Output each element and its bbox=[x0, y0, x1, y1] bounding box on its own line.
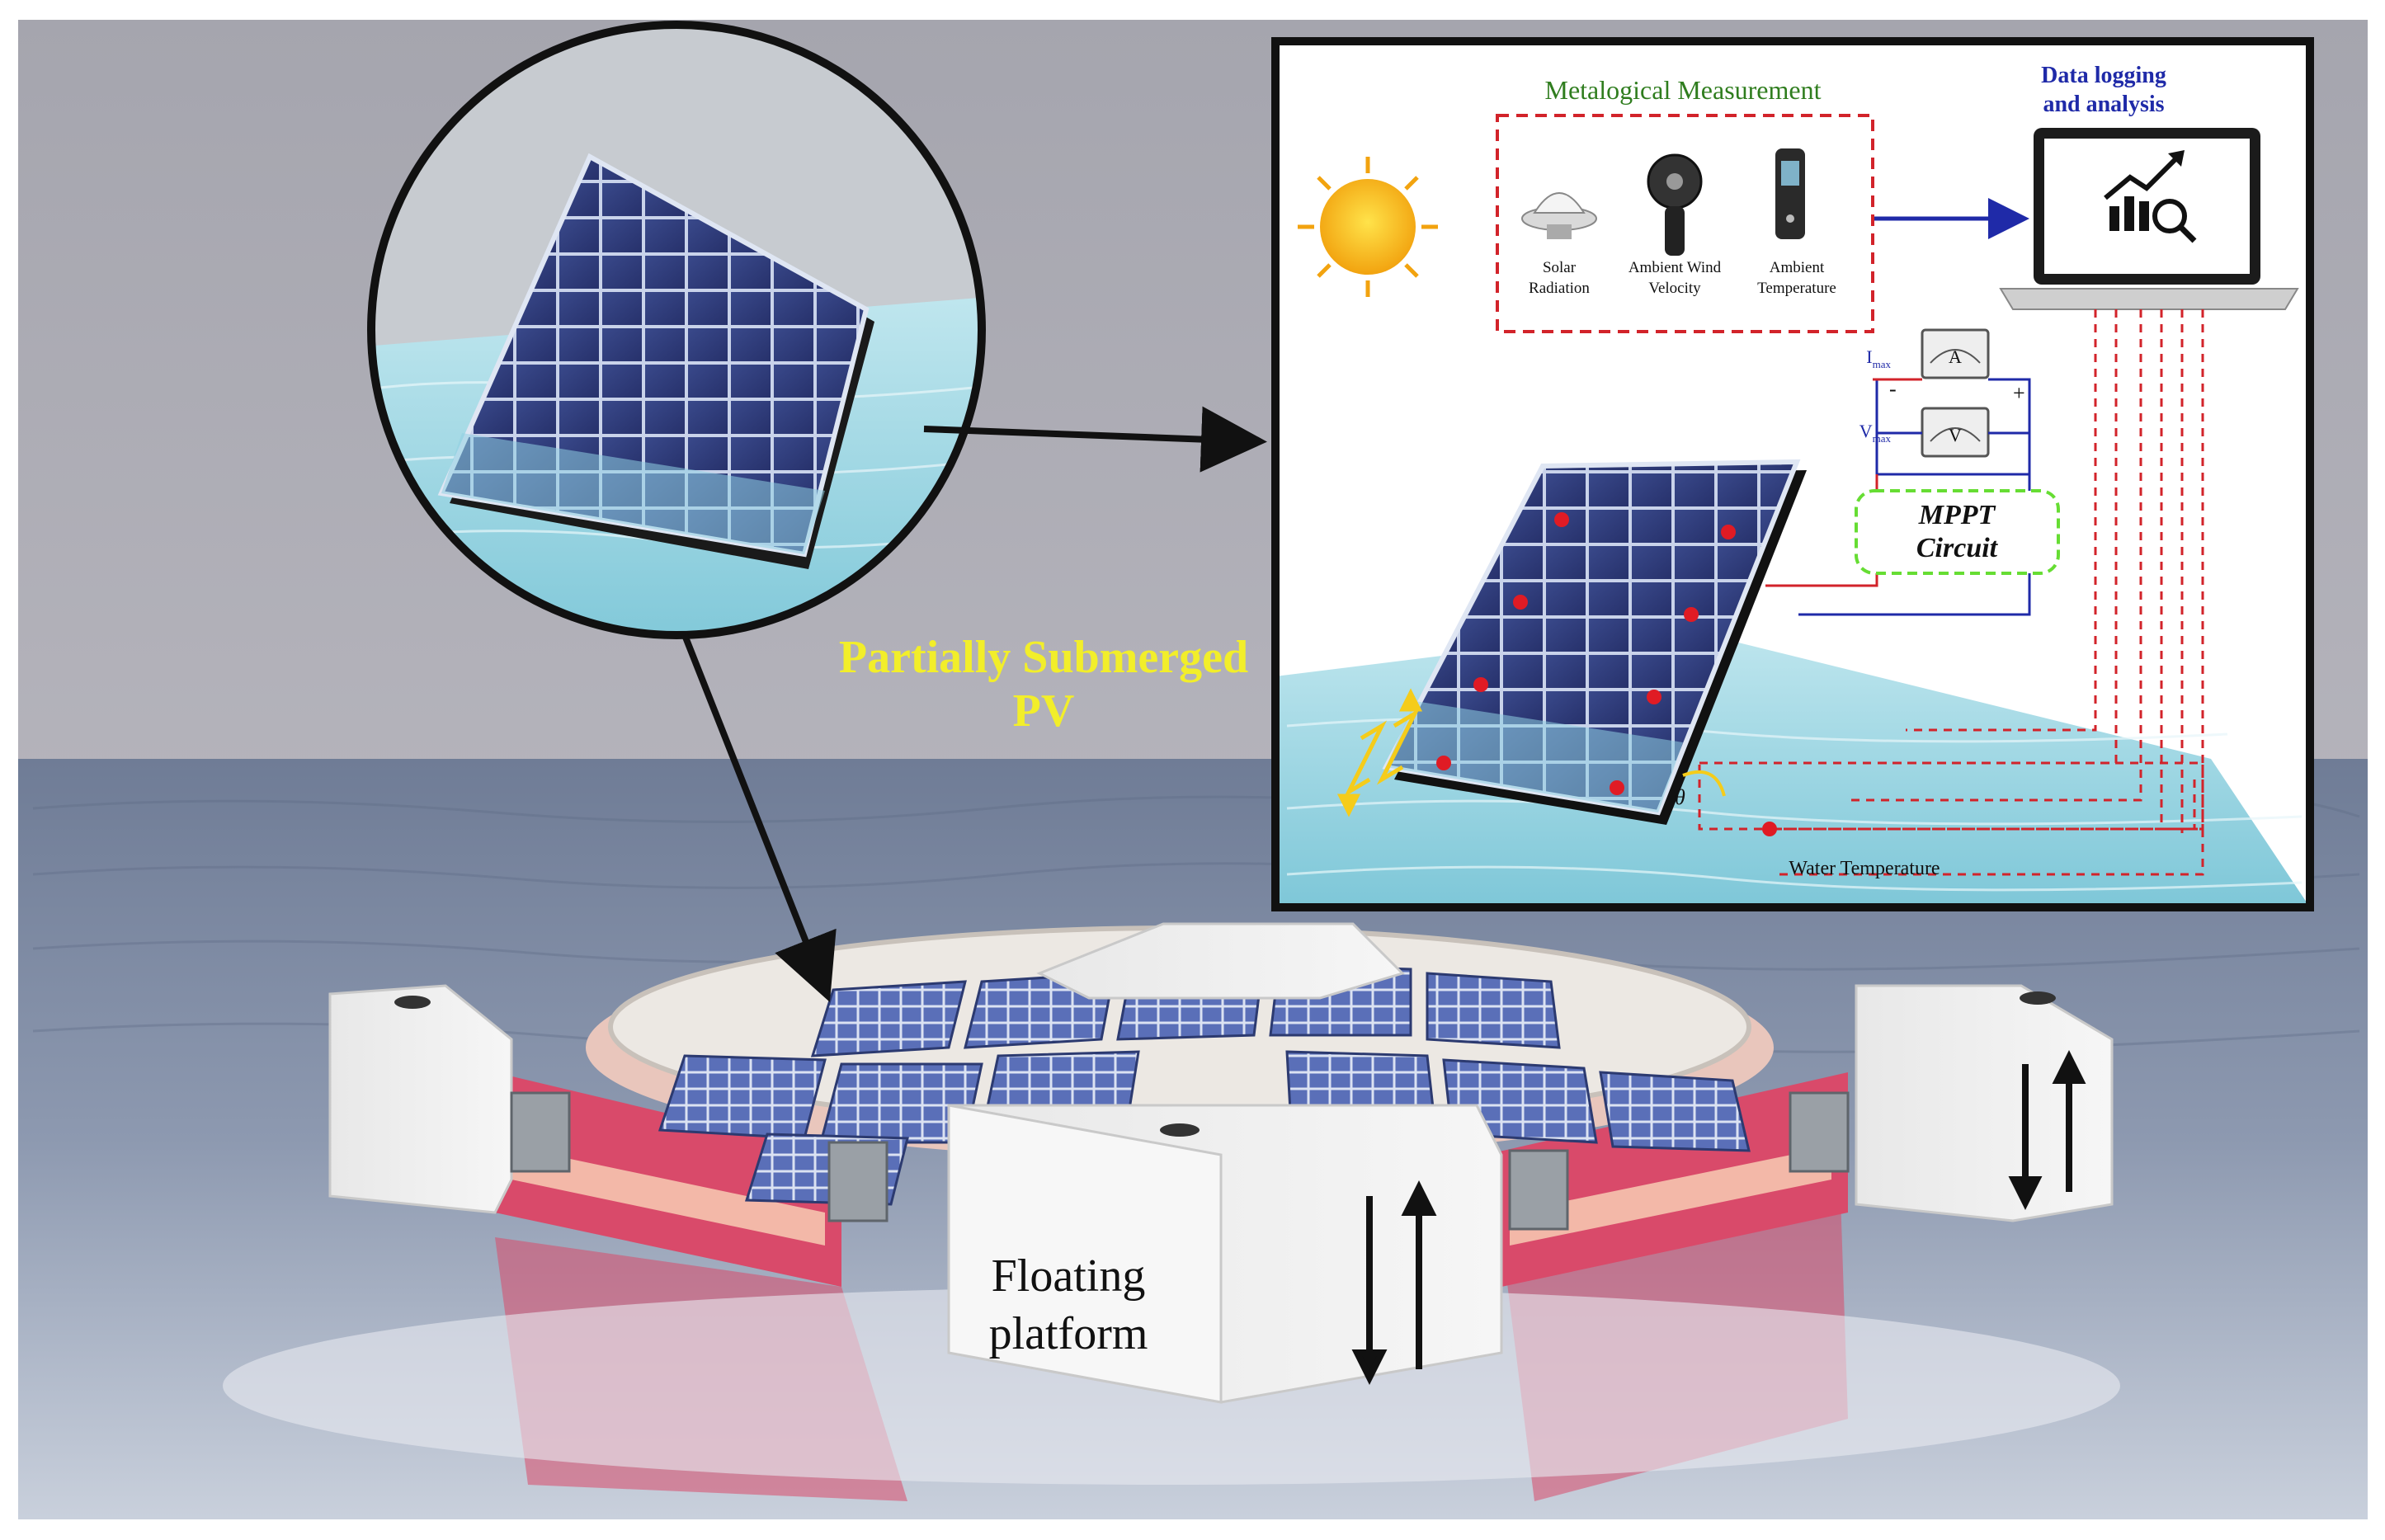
thermometer-icon bbox=[1775, 148, 1805, 239]
svg-text:V: V bbox=[1949, 425, 1962, 445]
submerged-dashed-box bbox=[1698, 761, 2204, 831]
svg-text:A: A bbox=[1949, 346, 1962, 367]
sensor-label-wind-line1: Ambient Wind bbox=[1628, 259, 1722, 276]
platform-label-line1: Floating bbox=[992, 1250, 1146, 1302]
anemometer-icon bbox=[1647, 153, 1703, 256]
sensor-label-solar-line1: Solar bbox=[1543, 259, 1577, 276]
logging-title-line1: Data logging bbox=[2041, 63, 2166, 88]
sensor-label-solar-line2: Radiation bbox=[1529, 280, 1590, 297]
pyranometer-icon bbox=[1521, 192, 1597, 239]
sensor-data-lines bbox=[1774, 309, 2204, 876]
measurement-group-box bbox=[1496, 114, 1874, 333]
mppt-circuit-box bbox=[1855, 489, 2060, 575]
measurement-panel: Metalogical Measurement Solar Radiation … bbox=[1271, 37, 2314, 911]
ammeter-icon: A bbox=[1921, 328, 1990, 379]
mppt-label-line2: Circuit bbox=[1916, 533, 1999, 563]
current-meter-label: Imax bbox=[1866, 346, 1891, 370]
sun-icon bbox=[1298, 157, 1438, 297]
lens-to-panel-arrow bbox=[923, 406, 1267, 473]
wave-motion-arrows bbox=[1336, 688, 1423, 817]
pv-temperature-sensors bbox=[1436, 512, 1777, 836]
pv-module-tilted bbox=[1382, 459, 1807, 825]
polarity-minus: - bbox=[1889, 377, 1897, 401]
lens-to-platform-arrow bbox=[681, 633, 837, 1002]
svg-text:θ: θ bbox=[1675, 785, 1685, 809]
polarity-plus: + bbox=[2013, 381, 2025, 405]
sensor-label-wind-line2: Velocity bbox=[1648, 280, 1701, 297]
magnifier-lens bbox=[367, 21, 986, 639]
logging-title-line2: and analysis bbox=[2043, 92, 2164, 117]
callout-label-line2: PV bbox=[1013, 685, 1075, 737]
analytics-chart-icon bbox=[2104, 150, 2197, 243]
laptop-icon bbox=[1999, 128, 2299, 310]
voltage-meter-label: Vmax bbox=[1859, 421, 1892, 445]
floating-platform bbox=[223, 922, 2120, 1501]
voltmeter-icon: V bbox=[1921, 407, 1990, 458]
pv-module-closeup bbox=[437, 153, 874, 569]
sensor-label-temp-line2: Temperature bbox=[1757, 280, 1836, 297]
water-temperature-label: Water Temperature bbox=[1789, 858, 1940, 879]
measurement-group-title: Metalogical Measurement bbox=[1545, 75, 1822, 105]
callout-label-line1: Partially Submerged bbox=[839, 632, 1248, 683]
sensor-label-temp-line1: Ambient bbox=[1770, 259, 1825, 276]
tilt-angle-indicator: θ bbox=[1675, 770, 1726, 809]
platform-label-line2: platform bbox=[989, 1308, 1148, 1359]
mppt-label-line1: MPPT bbox=[1918, 500, 1996, 530]
